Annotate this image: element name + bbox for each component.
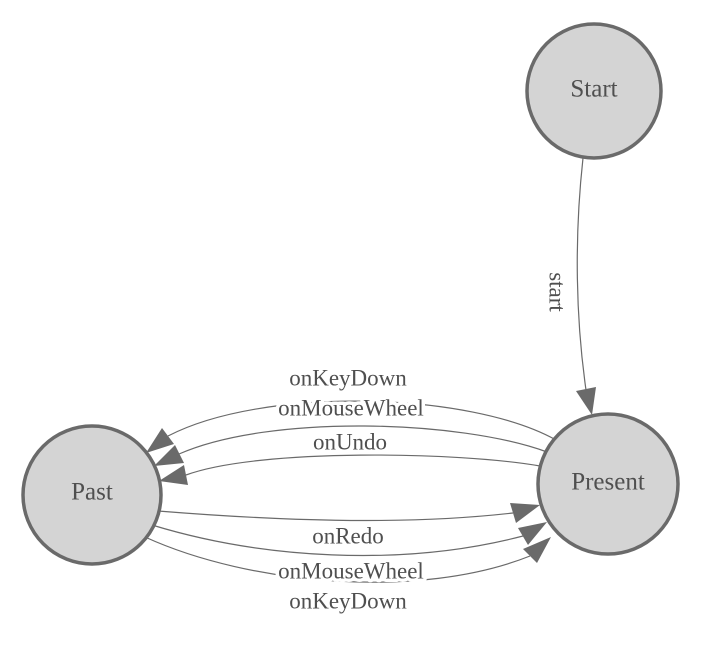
arrowhead-start-to-present [576, 387, 596, 415]
state-node-present: Present [536, 412, 680, 556]
edge-label-onredo: onRedo [312, 524, 384, 549]
edge-curves [144, 157, 587, 583]
edge-label-onmousewheel-top: onMouseWheel [278, 396, 424, 421]
start-node-circle [525, 22, 663, 160]
arrowheads [146, 387, 596, 563]
edge-label-onmousewheel-bottom: onMouseWheel [278, 559, 424, 584]
edge-past-to-present-onredo [157, 510, 514, 522]
arrowhead-onundo-at-past [159, 465, 188, 485]
arrowhead-onmousewheel-at-present [518, 522, 547, 545]
past-node-circle [21, 424, 163, 566]
start-node-label: Start [570, 76, 617, 103]
arrowhead-onkeydown-at-past [146, 428, 174, 453]
present-node-circle [536, 412, 680, 556]
edge-past-to-present-onmousewheel [151, 524, 524, 557]
edge-labels: start onKeyDown onMouseWheel onUndo onRe… [275, 269, 573, 617]
edge-past-to-present-onkeydown [144, 536, 531, 583]
edge-present-to-past-onkeydown [167, 400, 557, 441]
present-node-label: Present [571, 469, 645, 496]
state-node-start: Start [525, 22, 663, 160]
state-node-past: Past [21, 424, 163, 566]
edge-label-start: start [545, 272, 570, 312]
arrowhead-onmousewheel-at-past [154, 445, 184, 466]
arrowhead-onredo-at-present [510, 503, 540, 523]
past-node-label: Past [71, 479, 113, 506]
edge-start-to-present [576, 157, 587, 391]
edge-label-onkeydown-top: onKeyDown [289, 366, 407, 391]
edge-present-to-past-onmousewheel [178, 425, 548, 455]
edge-label-onkeydown-bottom: onKeyDown [289, 589, 407, 614]
edge-present-to-past-onundo [185, 454, 541, 476]
edge-label-onundo: onUndo [313, 430, 387, 455]
arrowhead-onkeydown-at-present [523, 537, 551, 563]
